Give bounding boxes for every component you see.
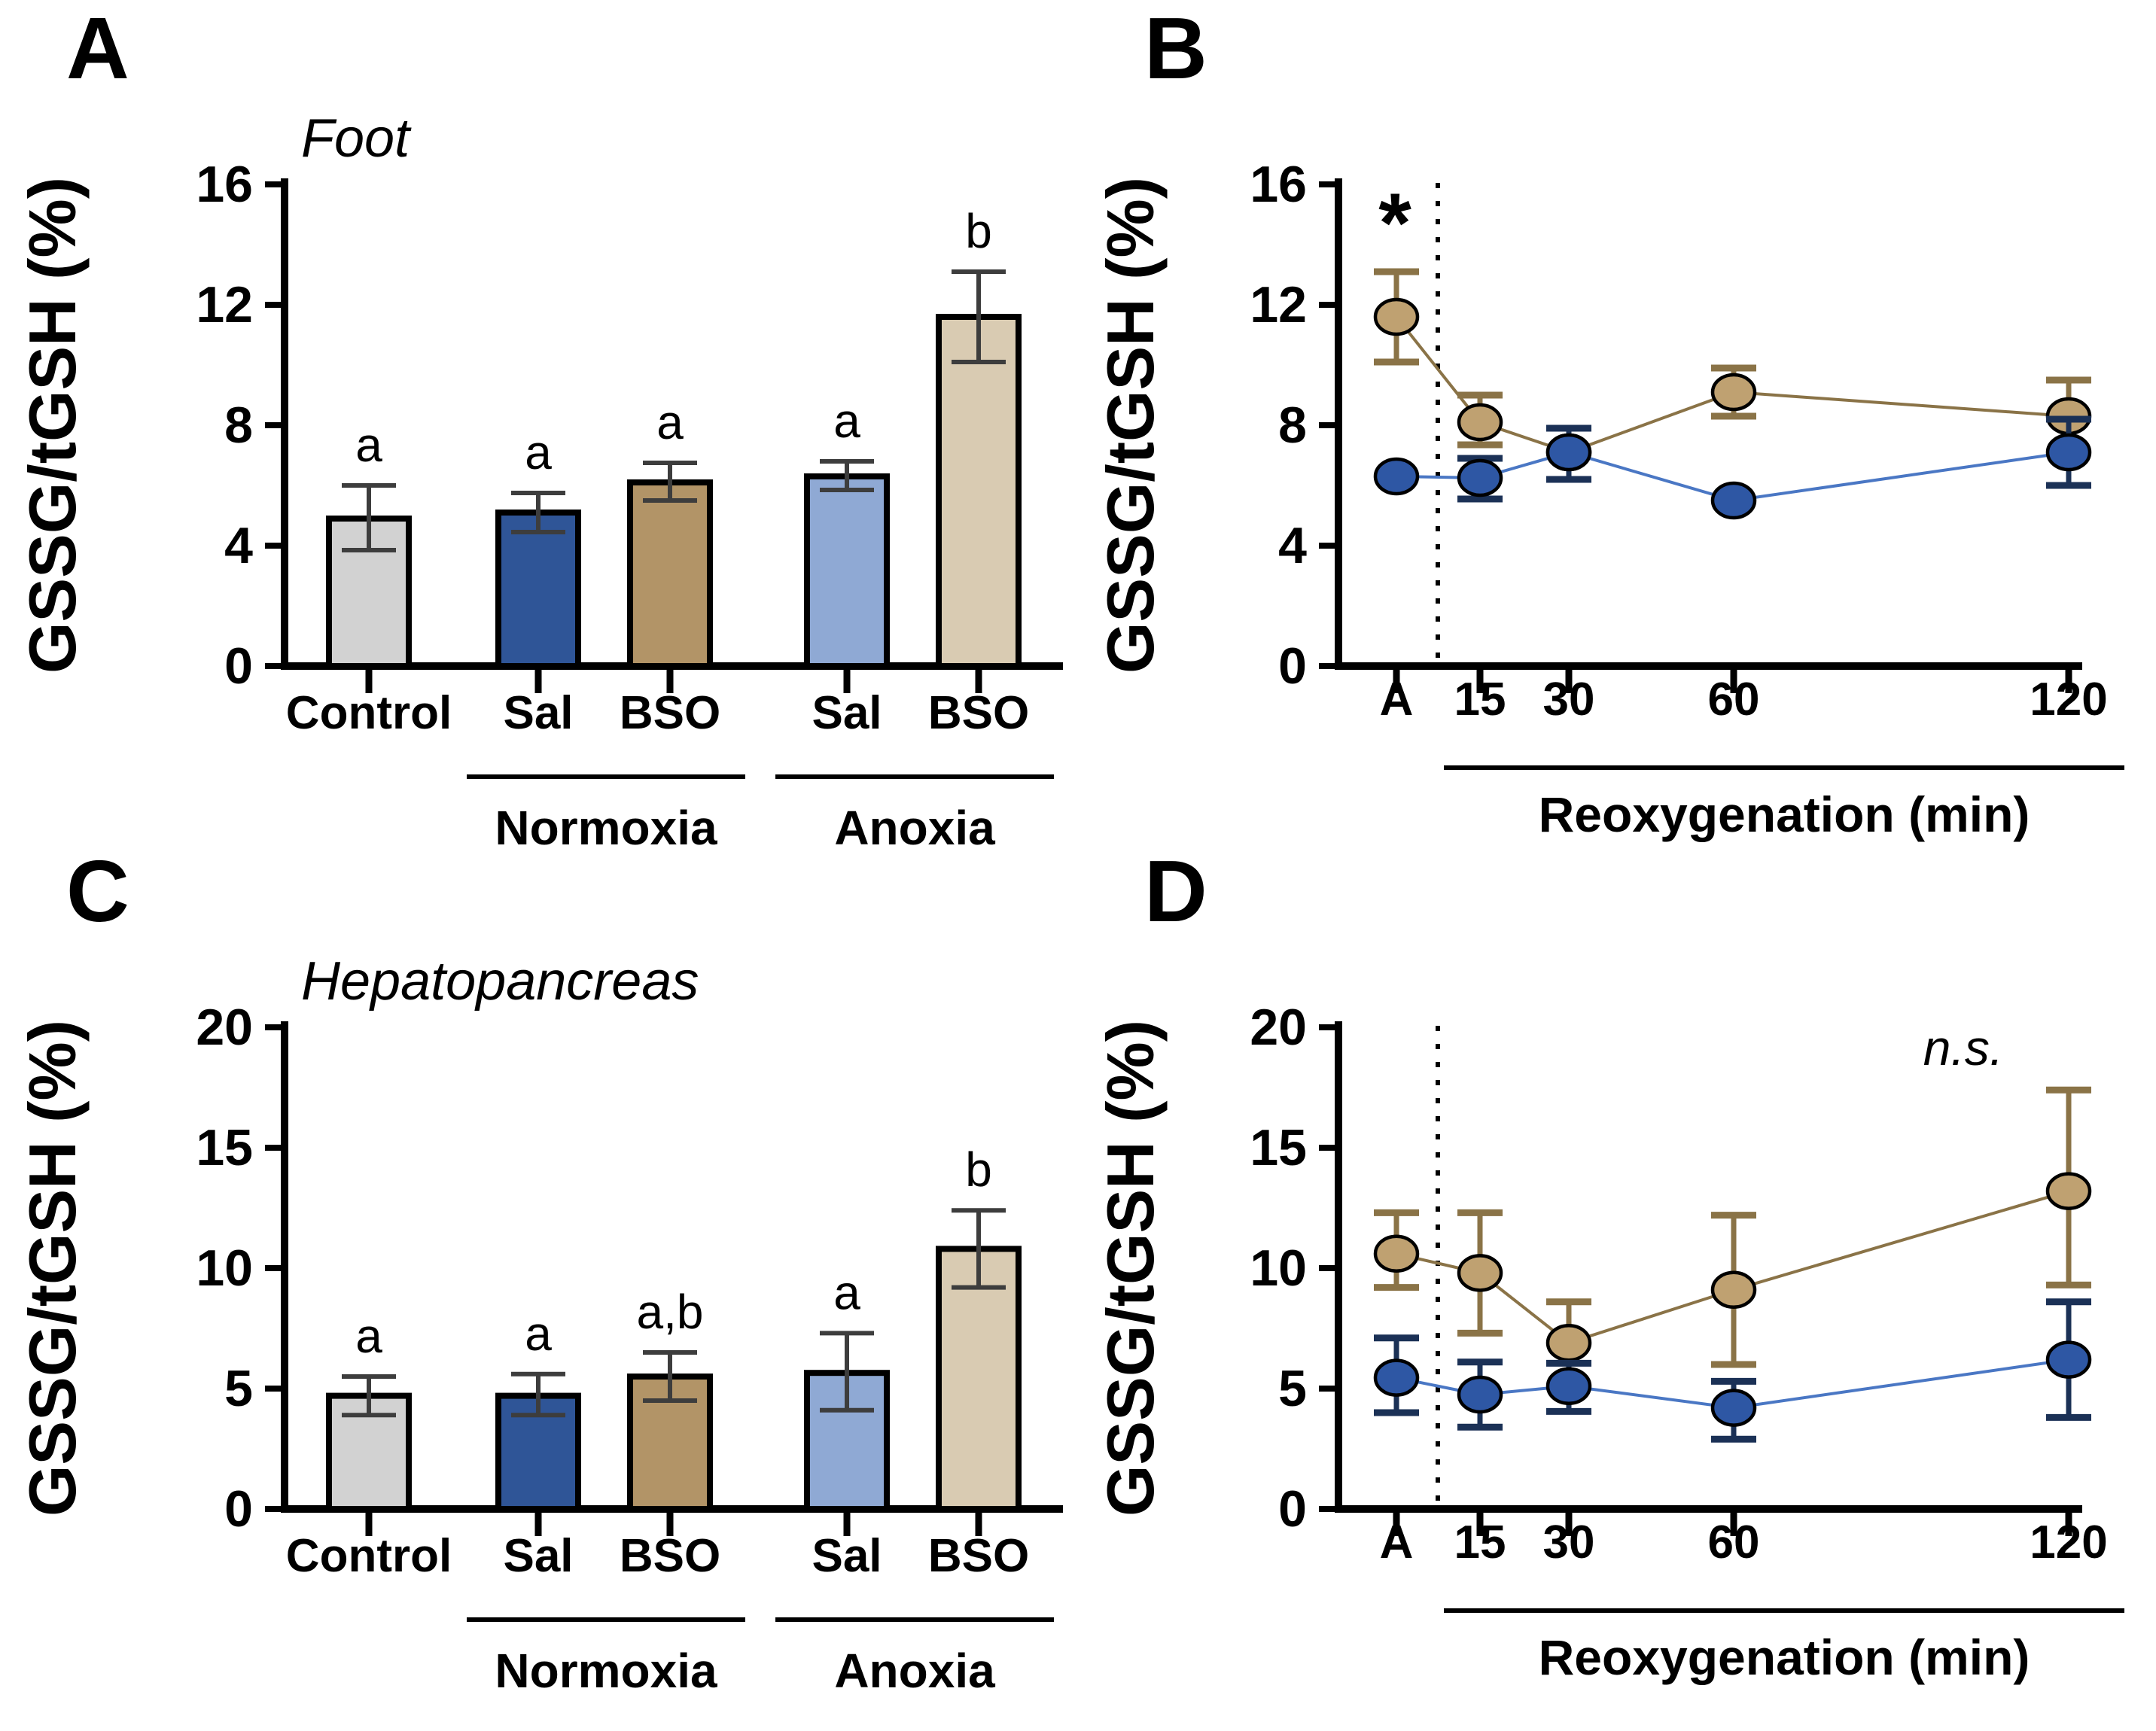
x-tick-label: 120 xyxy=(2030,674,2107,726)
panel-title: Foot xyxy=(301,108,412,169)
group-label: Anoxia xyxy=(834,1644,995,1698)
y-tick-label: 12 xyxy=(1250,276,1307,333)
y-tick-label: 0 xyxy=(1278,1480,1307,1538)
panel-letter-d: D xyxy=(1144,842,1207,940)
x-category-label: Control xyxy=(286,1530,452,1582)
y-tick-label: 4 xyxy=(224,517,253,574)
x-axis-title: Reoxygenation (min) xyxy=(1539,1629,2030,1685)
sig-letter: a xyxy=(656,395,684,449)
series-blue-marker xyxy=(1457,458,1503,497)
group-label: Anoxia xyxy=(834,801,995,855)
y-tick-label: 5 xyxy=(1278,1360,1307,1417)
sig-letter: a xyxy=(833,1265,860,1319)
bar-sal-1 xyxy=(495,510,581,669)
y-tick-label: 16 xyxy=(196,156,253,213)
series-tan-marker xyxy=(1545,1323,1592,1362)
x-tick-label: A xyxy=(1380,674,1414,726)
x-category-label: Sal xyxy=(503,687,573,739)
series-tan-marker xyxy=(1457,403,1503,442)
x-category-label: Sal xyxy=(812,687,882,739)
foot-reoxygenation-line-chart: 0 4 8 12 16 GSSG/tGSH (%) A 15 30 60 120Reoxygenat… xyxy=(1093,156,2124,842)
y-axis-title: GSSG/tGSH (%) xyxy=(15,1020,90,1517)
series-tan-marker xyxy=(1710,373,1757,412)
x-tick-label: 120 xyxy=(2030,1517,2107,1568)
series-blue-marker xyxy=(1457,1375,1503,1414)
sig-letter: b xyxy=(965,204,992,258)
sig-letter: a xyxy=(355,1309,382,1363)
panel-title: Hepatopancreas xyxy=(301,951,699,1012)
y-tick-label: 10 xyxy=(196,1240,253,1297)
series-tan-marker xyxy=(1373,1234,1420,1273)
y-tick-label: 5 xyxy=(224,1360,253,1417)
series-tan-marker xyxy=(1710,1270,1757,1310)
y-tick-label: 12 xyxy=(196,276,253,333)
group-label: Normoxia xyxy=(495,801,717,855)
y-tick-label: 0 xyxy=(1278,637,1307,695)
panel-letter-a: A xyxy=(66,0,129,97)
y-tick-label: 4 xyxy=(1278,517,1307,574)
x-category-label: BSO xyxy=(928,687,1029,739)
series-blue-marker xyxy=(1710,1389,1757,1427)
y-tick-label: 15 xyxy=(1250,1119,1307,1176)
group-label: Normoxia xyxy=(495,1644,717,1698)
series-tan-marker xyxy=(1457,1254,1503,1292)
bar-bso-2 xyxy=(627,479,713,669)
sig-letter: a xyxy=(525,1307,552,1361)
y-axis-title: GSSG/tGSH (%) xyxy=(15,177,90,674)
y-tick-label: 0 xyxy=(224,1480,253,1538)
x-tick-label: 30 xyxy=(1543,674,1595,726)
x-tick-label: 60 xyxy=(1708,1517,1760,1568)
significance-asterisk: * xyxy=(1378,176,1411,270)
x-category-label: Sal xyxy=(812,1530,882,1582)
y-tick-label: 8 xyxy=(1278,397,1307,454)
series-blue-marker xyxy=(2045,1340,2092,1379)
x-category-label: Sal xyxy=(503,1530,573,1582)
x-axis-title: Reoxygenation (min) xyxy=(1539,786,2030,842)
panel-letter-b: B xyxy=(1144,0,1207,97)
y-tick-label: 20 xyxy=(196,999,253,1056)
y-tick-label: 0 xyxy=(224,637,253,695)
x-category-label: BSO xyxy=(620,687,720,739)
y-tick-label: 20 xyxy=(1250,999,1307,1056)
x-category-label: Control xyxy=(286,687,452,739)
series-blue-marker xyxy=(1710,481,1757,520)
sig-letter: a xyxy=(833,394,860,448)
series-blue-marker xyxy=(1373,1358,1420,1397)
hepatopancreas-bar-chart: 0 5 10 15 20 GSSG/tGSH (%) Hepatopancreas aCont… xyxy=(15,951,1063,1698)
sig-letter: a xyxy=(355,418,382,472)
x-category-label: BSO xyxy=(620,1530,720,1582)
sig-letter: a xyxy=(525,425,552,479)
series-blue-marker xyxy=(1545,433,1592,472)
series-tan-marker xyxy=(2045,1172,2092,1210)
ns-annotation: n.s. xyxy=(1923,1020,2003,1075)
bar-bso-4 xyxy=(936,314,1022,669)
bar-bso-4 xyxy=(936,1246,1022,1513)
y-tick-label: 8 xyxy=(224,397,253,454)
bar-sal-3 xyxy=(804,473,890,669)
y-axis-title: GSSG/tGSH (%) xyxy=(1093,177,1168,674)
series-blue-marker xyxy=(1545,1367,1592,1406)
y-tick-label: 15 xyxy=(196,1119,253,1176)
x-tick-label: A xyxy=(1380,1517,1414,1568)
x-tick-label: 30 xyxy=(1543,1517,1595,1568)
x-category-label: BSO xyxy=(928,1530,1029,1582)
sig-letter: b xyxy=(965,1142,992,1197)
sig-letter: a,b xyxy=(637,1285,704,1339)
series-blue-marker xyxy=(2045,433,2092,472)
y-tick-label: 16 xyxy=(1250,156,1307,213)
y-axis-title: GSSG/tGSH (%) xyxy=(1093,1020,1168,1517)
x-tick-label: 60 xyxy=(1708,674,1760,726)
series-blue-marker xyxy=(1373,457,1420,496)
hepatopancreas-reoxygenation-line-chart: 0 5 10 15 20 GSSG/tGSH (%) A 15 30 60 120Reoxygena… xyxy=(1093,999,2124,1685)
panel-letter-c: C xyxy=(66,842,129,940)
y-tick-label: 10 xyxy=(1250,1240,1307,1297)
x-tick-label: 15 xyxy=(1454,674,1506,726)
series-tan-marker xyxy=(1373,297,1420,336)
x-tick-label: 15 xyxy=(1454,1517,1506,1568)
